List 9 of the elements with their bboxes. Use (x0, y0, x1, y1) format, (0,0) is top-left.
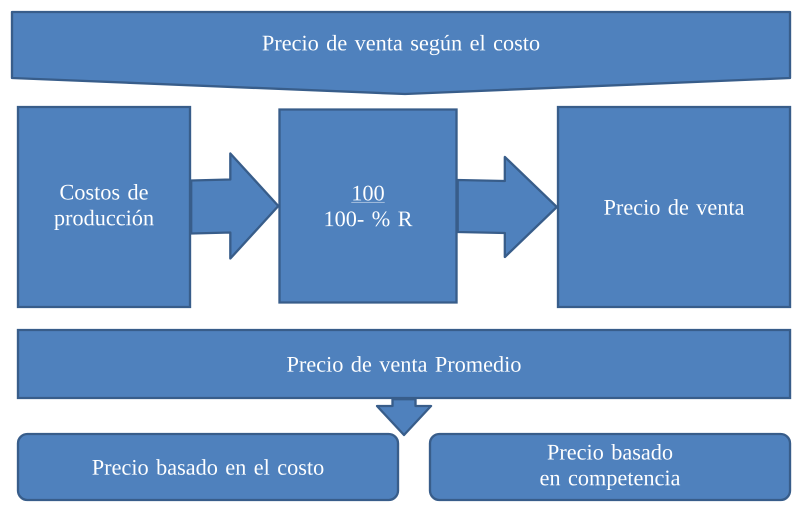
process-box: 100 100- % R (278, 108, 458, 304)
result-box: Precio basado en competencia (428, 432, 792, 502)
result-box: Precio basado en el costo (16, 432, 400, 502)
banner-box: Precio de venta Promedio (16, 328, 792, 400)
process-box: Precio de venta (556, 106, 792, 308)
block-arrow (376, 398, 432, 436)
process-box: Costos de producción (16, 106, 192, 308)
block-arrow (190, 152, 280, 260)
block-arrow (456, 156, 558, 258)
